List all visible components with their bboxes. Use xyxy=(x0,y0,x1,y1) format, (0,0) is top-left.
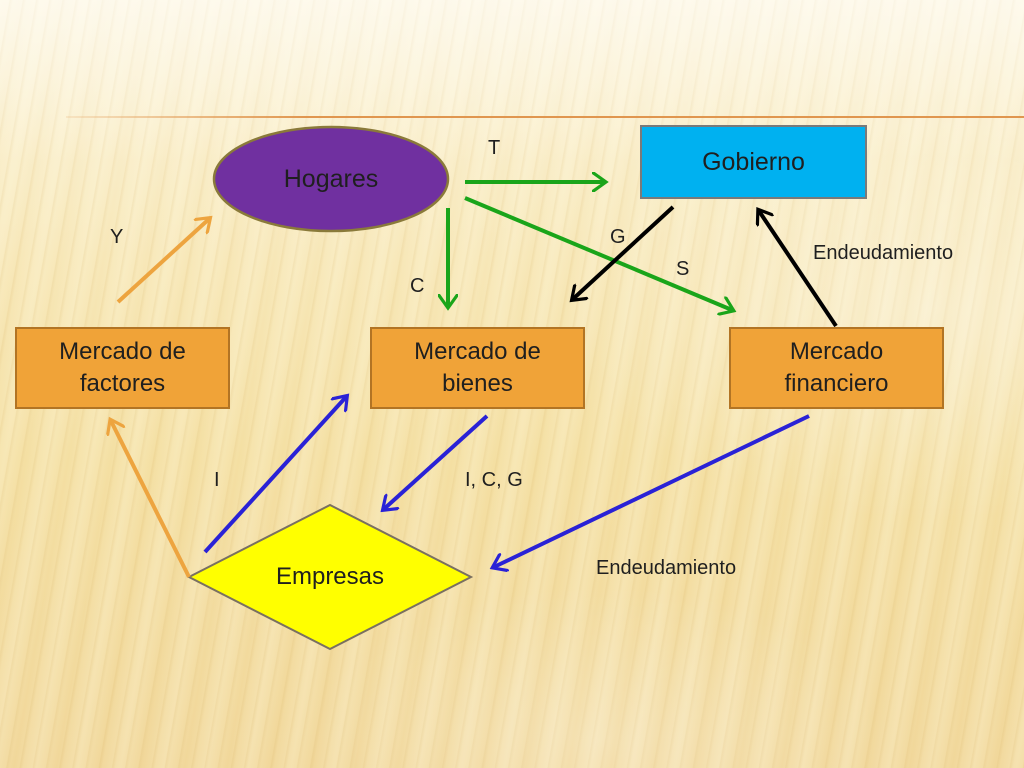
mercado-bienes-node: Mercado de bienes xyxy=(370,327,585,409)
flow-label-i: I xyxy=(214,469,220,491)
arrow-s-hogares-financiero xyxy=(464,196,732,310)
mercado-factores-node: Mercado de factores xyxy=(15,327,230,409)
mercado-factores-label: Mercado de factores xyxy=(59,338,186,397)
arrow-icg-bienes-empresas xyxy=(384,414,489,509)
arrow-i-empresas-bienes xyxy=(203,397,346,554)
empresas-node: Empresas xyxy=(189,545,471,609)
empresas-shape xyxy=(186,503,474,651)
flow-label-t: T xyxy=(488,137,501,159)
flow-label-s: S xyxy=(676,258,690,280)
flow-label-g: G xyxy=(610,226,626,248)
slide-top-rule xyxy=(66,116,1024,118)
arrow-empresas-factores xyxy=(111,421,191,578)
flow-label-endeudamiento-empresas: Endeudamiento xyxy=(596,557,737,579)
empresas-label: Empresas xyxy=(275,563,385,590)
arrow-endeudamiento-financiero-gobierno xyxy=(759,211,838,328)
flow-label-y: Y xyxy=(110,226,124,248)
flow-label-endeudamiento-gobierno: Endeudamiento xyxy=(813,242,954,264)
arrow-y-factores-hogares xyxy=(116,219,209,304)
hogares-shape xyxy=(212,125,450,233)
gobierno-node: Gobierno xyxy=(640,125,867,199)
flow-label-c: C xyxy=(410,275,425,297)
hogares-node: Hogares xyxy=(214,127,448,231)
hogares-label: Hogares xyxy=(283,164,379,193)
mercado-financiero-node: Mercado financiero xyxy=(729,327,944,409)
flow-label-icg: I, C, G xyxy=(465,469,523,491)
gobierno-label: Gobierno xyxy=(702,147,805,176)
arrow-endeudamiento-financiero-empresas xyxy=(494,414,810,567)
mercado-bienes-label: Mercado de bienes xyxy=(414,338,541,397)
arrow-g-gobierno-bienes xyxy=(573,205,675,299)
mercado-financiero-label: Mercado financiero xyxy=(784,338,889,397)
